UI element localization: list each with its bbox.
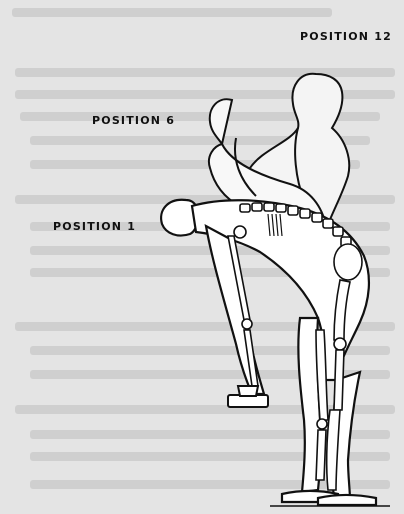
label-position-1: POSITION 1 — [53, 220, 136, 233]
label-position-6: POSITION 6 — [92, 114, 175, 127]
label-position-12: POSITION 12 — [300, 30, 392, 43]
